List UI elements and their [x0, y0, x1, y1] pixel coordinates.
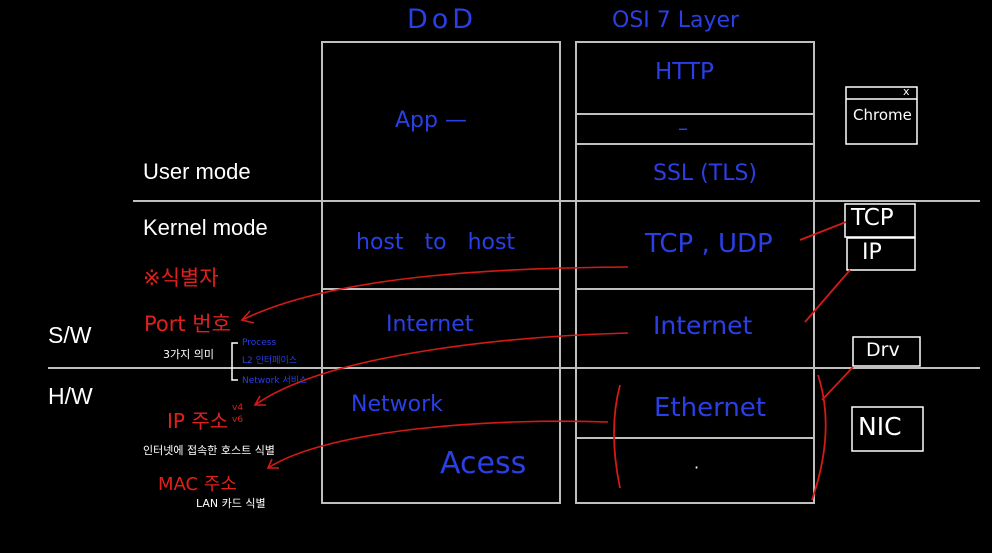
- osi-ethernet-label: Ethernet: [654, 393, 766, 423]
- ip-v6-note: v6: [232, 415, 244, 425]
- nic-box-label: NIC: [858, 412, 902, 441]
- user-mode-label: User mode: [143, 159, 251, 184]
- ethernet-right-bracket: [811, 374, 827, 501]
- osi-dot-label: ·: [694, 458, 700, 477]
- meanings-brace: [231, 342, 238, 381]
- ethernet-left-bracket: [613, 384, 621, 489]
- chrome-box: [845, 86, 918, 145]
- drv-box: [852, 336, 921, 367]
- ip-v4-note: v4: [232, 403, 244, 413]
- three-meanings-note: 3가지 의미: [163, 348, 214, 361]
- dod-column-box: [321, 41, 561, 504]
- process-note: Process: [242, 338, 277, 348]
- sw-label: S/W: [48, 322, 92, 348]
- osi-column-box: [575, 41, 815, 504]
- dod-host-to-host-label: host to host: [356, 230, 516, 255]
- osi-internet-label: Internet: [653, 311, 753, 340]
- osi-ssl-label: SSL (TLS): [653, 161, 758, 186]
- kernel-mode-label: Kernel mode: [143, 215, 268, 240]
- tcp-box-label: TCP: [851, 205, 894, 231]
- arrow-to-mac-head: [266, 458, 279, 469]
- l2-interface-note: L2 인터페이스: [242, 356, 298, 366]
- arrow-to-mac: [267, 420, 609, 469]
- dod-header: DoD: [407, 4, 478, 35]
- arrow-to-port-head: [240, 310, 255, 324]
- nic-box: [851, 406, 924, 452]
- osi-tcp-udp-label: TCP , UDP: [645, 229, 773, 259]
- osi-http-label: HTTP: [655, 59, 714, 85]
- drv-box-label: Drv: [866, 339, 900, 361]
- dod-access-label: Acess: [440, 446, 527, 481]
- arrow-to-ip: [254, 332, 629, 406]
- identifier-note: ※식별자: [143, 266, 219, 290]
- chrome-label: Chrome: [853, 106, 912, 124]
- mac-description-note: LAN 카드 식별: [196, 497, 266, 510]
- ip-box: [846, 237, 916, 271]
- hw-label: H/W: [48, 383, 93, 409]
- mac-address-note: MAC 주소: [158, 474, 237, 495]
- ip-description-note: 인터넷에 접속한 호스트 식별: [143, 444, 275, 457]
- ip-box-label: IP: [862, 240, 882, 265]
- ip-address-note: IP 주소: [167, 409, 229, 433]
- tcp-connector: [799, 221, 847, 241]
- osi-header: OSI 7 Layer: [612, 8, 740, 33]
- drv-connector: [821, 366, 854, 401]
- arrow-to-port: [241, 266, 629, 321]
- chrome-close-icon: x: [903, 85, 910, 98]
- dod-internet-label: Internet: [386, 312, 474, 337]
- dod-network-label: Network: [351, 392, 443, 417]
- ip-connector: [804, 269, 851, 323]
- network-service-note: Network 서비스: [242, 376, 308, 386]
- arrow-to-ip-head: [253, 395, 266, 406]
- dod-app-label: App —: [395, 108, 467, 133]
- osi-dash-label: –: [678, 116, 688, 140]
- tcp-box: [844, 203, 916, 238]
- port-number-note: Port 번호: [144, 312, 231, 336]
